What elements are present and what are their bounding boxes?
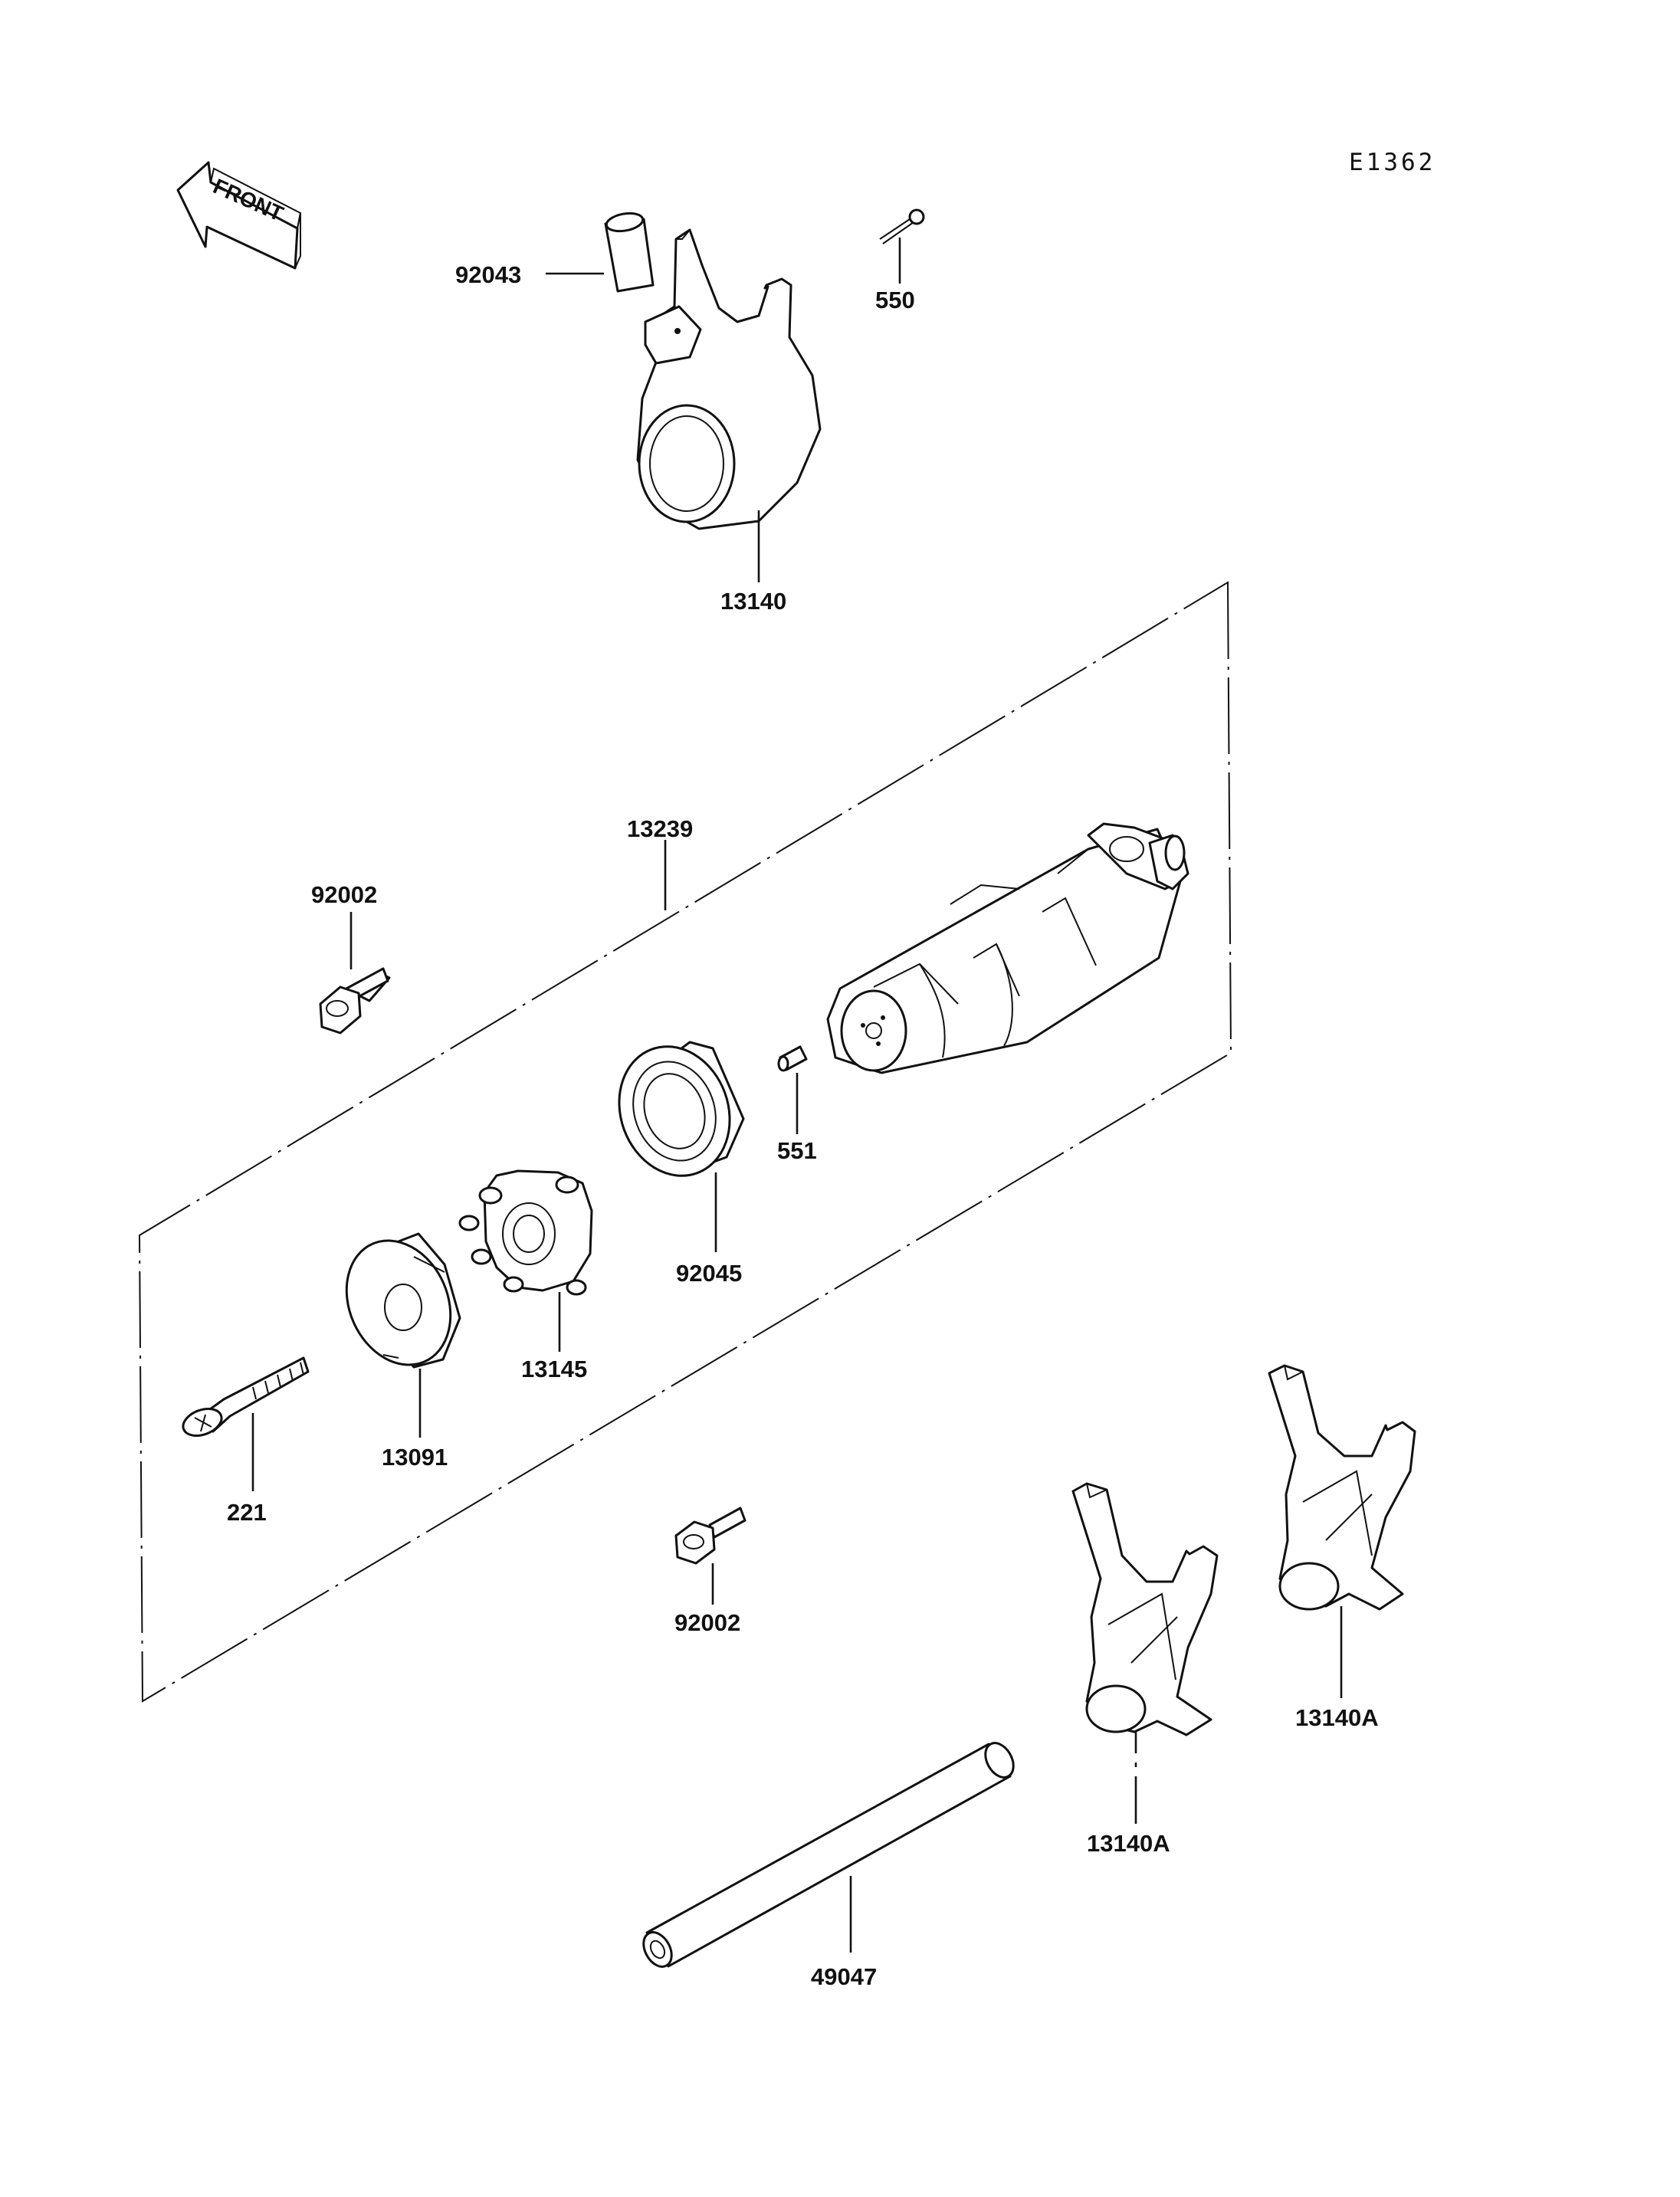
part-label-13145: 13145 <box>521 1356 587 1382</box>
part-label-13091: 13091 <box>382 1444 448 1471</box>
screw-221 <box>182 1356 310 1437</box>
shift-fork-13140 <box>636 228 822 530</box>
shaft-49047 <box>642 1742 1015 1968</box>
bolt-92002-lower <box>674 1507 746 1565</box>
cam-plate-13091 <box>345 1232 461 1369</box>
assembly-outline <box>138 581 1232 1703</box>
part-label-13140A-right: 13140A <box>1295 1704 1379 1731</box>
bearing-92045 <box>618 1041 745 1177</box>
diagram-code: E1362 <box>1349 149 1436 176</box>
part-label-13239: 13239 <box>627 815 693 842</box>
part-label-13140: 13140 <box>720 588 786 615</box>
part-label-13140A-left: 13140A <box>1087 1830 1170 1857</box>
shift-fork-13140A-right <box>1268 1364 1416 1611</box>
part-label-92002-upper: 92002 <box>311 881 377 908</box>
part-label-49047: 49047 <box>811 1963 877 1990</box>
part-label-551: 551 <box>777 1137 817 1164</box>
bolt-92002-upper <box>319 967 391 1035</box>
pin-92043 <box>604 212 655 293</box>
cotter-pin-550 <box>879 208 925 244</box>
part-label-92002-lower: 92002 <box>674 1609 740 1636</box>
part-label-92043: 92043 <box>455 261 521 288</box>
part-label-550: 550 <box>875 287 915 313</box>
shift-fork-13140A-left <box>1071 1482 1219 1736</box>
shift-drum <box>826 822 1189 1074</box>
pin-plate-13145 <box>458 1169 593 1296</box>
front-arrow-icon: FRONT <box>176 161 302 270</box>
part-label-221: 221 <box>227 1499 267 1526</box>
part-label-92045: 92045 <box>676 1260 742 1287</box>
dowel-pin-551 <box>777 1045 808 1072</box>
